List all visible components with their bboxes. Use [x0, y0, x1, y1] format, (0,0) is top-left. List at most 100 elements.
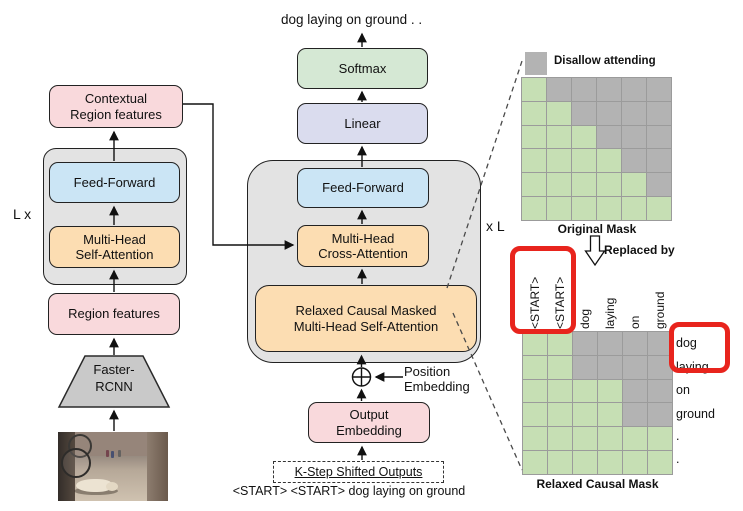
- decoder-repeat-label: x L: [486, 218, 505, 234]
- bicycle-wheel: [61, 448, 91, 478]
- disallow-attending-swatch: [525, 52, 547, 75]
- start-tokens-highlight-frame: [510, 246, 576, 334]
- mask-cell-attend: [523, 379, 547, 403]
- mask-cell-attend: [622, 196, 646, 220]
- relaxed-mask-row-label: .: [676, 429, 680, 443]
- mask-cell-disallow: [623, 332, 647, 355]
- mask-cell-attend: [523, 450, 547, 474]
- mask-cell-attend: [522, 125, 546, 149]
- mask-cell-disallow: [572, 101, 596, 125]
- mask-cell-attend: [547, 196, 571, 220]
- mask-cell-attend: [523, 332, 547, 355]
- parallel-words-highlight-frame: [669, 322, 730, 373]
- mask-cell-attend: [598, 379, 622, 403]
- mask-cell-attend: [598, 450, 622, 474]
- mask-cell-attend: [547, 101, 571, 125]
- linear-box: Linear: [297, 103, 428, 144]
- mask-cell-disallow: [622, 149, 646, 173]
- mask-cell-attend: [548, 450, 572, 474]
- mask-cell-disallow: [598, 332, 622, 355]
- mask-cell-disallow: [647, 149, 671, 173]
- mask-cell-disallow: [598, 355, 622, 379]
- decoder-feed-forward-box: Feed-Forward: [297, 168, 429, 208]
- mask-cell-disallow: [623, 355, 647, 379]
- encoder-repeat-label: L x: [13, 206, 32, 222]
- mask-cell-disallow: [597, 101, 621, 125]
- mask-cell-disallow: [573, 332, 597, 355]
- mask-cell-disallow: [597, 78, 621, 101]
- mask-cell-attend: [573, 403, 597, 427]
- mask-cell-attend: [548, 355, 572, 379]
- relaxed-mask-title: Relaxed Causal Mask: [536, 477, 659, 491]
- photo-pedestrian: [106, 450, 109, 457]
- mask-cell-disallow: [647, 101, 671, 125]
- mask-cell-disallow: [623, 379, 647, 403]
- relaxed-mask-row-label: dog: [676, 336, 697, 350]
- mask-cell-disallow: [647, 78, 671, 101]
- position-embedding-label: Position Embedding: [404, 364, 470, 394]
- relaxed-mask-grid: [522, 331, 673, 475]
- add-position-cross-icon: [353, 368, 370, 386]
- mask-cell-attend: [548, 427, 572, 450]
- mask-cell-attend: [572, 196, 596, 220]
- mask-cell-disallow: [648, 332, 672, 355]
- mask-cell-disallow: [622, 78, 646, 101]
- cross-attention-box: Multi-Head Cross-Attention: [297, 225, 429, 267]
- mask-cell-attend: [597, 173, 621, 196]
- mask-cell-disallow: [622, 125, 646, 149]
- mask-cell-disallow: [647, 125, 671, 149]
- dog-figure: [76, 479, 112, 492]
- encoder-self-attention-box: Multi-Head Self-Attention: [49, 226, 180, 268]
- relaxed-mask-col-label: dog: [577, 308, 592, 329]
- mask-cell-disallow: [573, 355, 597, 379]
- mask-cell-attend: [647, 196, 671, 220]
- mask-cell-attend: [547, 149, 571, 173]
- dog-head: [106, 482, 118, 491]
- mask-cell-attend: [573, 450, 597, 474]
- photo-pedestrian: [118, 450, 121, 457]
- mask-cell-attend: [623, 427, 647, 450]
- mask-cell-attend: [597, 149, 621, 173]
- original-mask-grid: [521, 77, 672, 221]
- predicted-caption-text: dog laying on ground . .: [281, 12, 423, 27]
- mask-cell-attend: [523, 427, 547, 450]
- mask-cell-attend: [522, 149, 546, 173]
- mask-cell-attend: [598, 403, 622, 427]
- mask-cell-attend: [522, 101, 546, 125]
- k-step-shifted-outputs-box: K-Step Shifted Outputs: [273, 461, 444, 483]
- relaxed-mask-col-label: on: [627, 315, 642, 329]
- mask-cell-attend: [573, 427, 597, 450]
- mask-cell-attend: [523, 355, 547, 379]
- mask-cell-disallow: [597, 125, 621, 149]
- output-embedding-box: Output Embedding: [308, 402, 430, 443]
- relaxed-mask-col-label: laying: [602, 297, 617, 329]
- mask-cell-disallow: [648, 403, 672, 427]
- mask-cell-disallow: [647, 173, 671, 196]
- relaxed-mask-col-label: ground: [652, 291, 667, 329]
- mask-cell-attend: [622, 173, 646, 196]
- mask-cell-disallow: [623, 403, 647, 427]
- mask-cell-attend: [597, 196, 621, 220]
- original-mask-title: Original Mask: [557, 222, 637, 236]
- mask-cell-attend: [547, 125, 571, 149]
- mask-cell-disallow: [648, 379, 672, 403]
- add-position-icon: [351, 367, 372, 387]
- k-step-shifted-outputs-label: K-Step Shifted Outputs: [294, 465, 423, 479]
- mask-cell-attend: [572, 149, 596, 173]
- mask-cell-attend: [522, 196, 546, 220]
- mask-cell-attend: [623, 450, 647, 474]
- relaxed-masked-attention-box: Relaxed Causal Masked Multi-Head Self-At…: [255, 285, 477, 352]
- mask-cell-attend: [648, 450, 672, 474]
- relaxed-mask-row-label: ground: [676, 407, 715, 421]
- mask-cell-attend: [548, 332, 572, 355]
- contextual-region-features-box: Contextual Region features: [49, 85, 183, 128]
- mask-cell-attend: [573, 379, 597, 403]
- mask-cell-attend: [648, 427, 672, 450]
- replaced-by-label: Replaced by: [604, 243, 675, 257]
- mask-cell-attend: [523, 403, 547, 427]
- disallow-attending-label: Disallow attending: [554, 55, 656, 67]
- mask-cell-attend: [548, 403, 572, 427]
- input-street-photo: [58, 432, 168, 501]
- region-features-box: Region features: [48, 293, 180, 335]
- mask-cell-disallow: [648, 355, 672, 379]
